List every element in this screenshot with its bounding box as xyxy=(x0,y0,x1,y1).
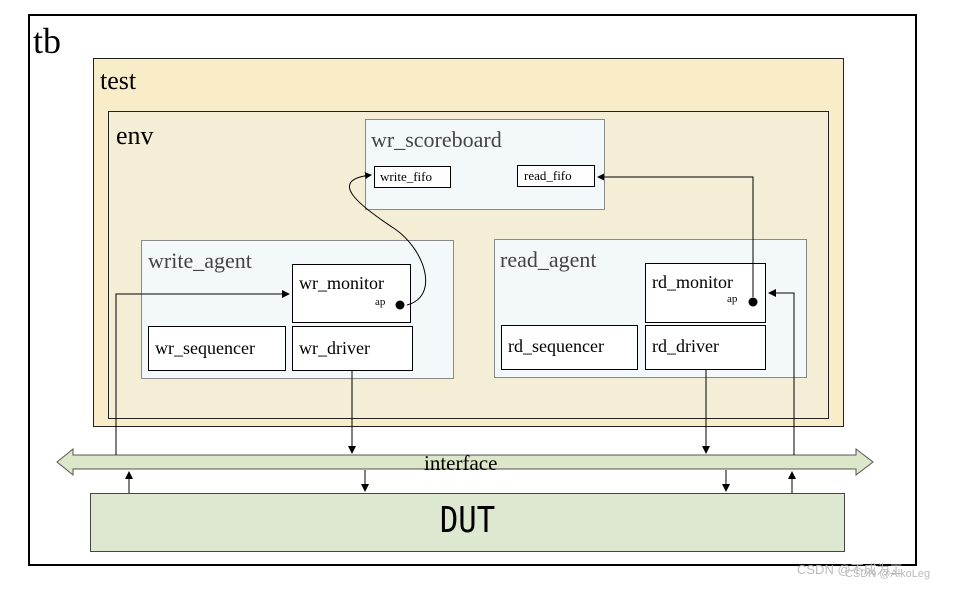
rd-monitor-ap-dot xyxy=(748,297,758,307)
rd-sequencer-label: rd_sequencer xyxy=(508,336,604,356)
rd-sequencer-box xyxy=(501,325,638,370)
watermark-back: CSDN @不成为工 xyxy=(797,562,903,577)
interface-label: interface xyxy=(424,451,498,475)
write-agent-title: write_agent xyxy=(148,248,252,273)
rd-driver-box xyxy=(645,325,766,370)
wr-monitor-to-write-fifo-arrow xyxy=(348,172,427,306)
rd-driver-label: rd_driver xyxy=(652,336,719,356)
rd-monitor-ap-label: ap xyxy=(727,293,738,305)
write-fifo-label: write_fifo xyxy=(380,169,432,184)
interface-bus xyxy=(56,447,874,477)
wr-sequencer-box xyxy=(148,326,286,371)
wr-monitor-ap-label: ap xyxy=(375,296,386,308)
wr-monitor-box xyxy=(292,264,411,323)
interface-to-wr-monitor-arrow xyxy=(115,290,290,455)
wr-monitor-ap-dot xyxy=(395,300,405,310)
scoreboard-box xyxy=(365,119,605,210)
wr-driver-box xyxy=(292,326,413,371)
dut-box xyxy=(90,493,845,552)
dut-label: DUT xyxy=(439,500,496,541)
scoreboard-title: wr_scoreboard xyxy=(371,127,502,152)
rd-monitor-to-read-fifo-arrow xyxy=(597,173,754,297)
read-agent-title: read_agent xyxy=(500,247,597,272)
write-fifo-box xyxy=(374,166,451,188)
watermark-front: CSDN @AlkoLeg xyxy=(845,568,931,580)
read-fifo-box xyxy=(517,165,595,187)
wr-driver-label: wr_driver xyxy=(299,338,370,358)
test-label: test xyxy=(100,66,137,95)
rd-monitor-label: rd_monitor xyxy=(652,272,733,292)
tb-label: tb xyxy=(33,21,62,61)
read-fifo-label: read_fifo xyxy=(524,168,572,183)
rd-monitor-box xyxy=(645,263,766,323)
wr-monitor-label: wr_monitor xyxy=(299,273,384,293)
env-label: env xyxy=(116,121,154,150)
interface-to-rd-monitor-arrow xyxy=(768,289,795,455)
wr-sequencer-label: wr_sequencer xyxy=(155,338,255,358)
